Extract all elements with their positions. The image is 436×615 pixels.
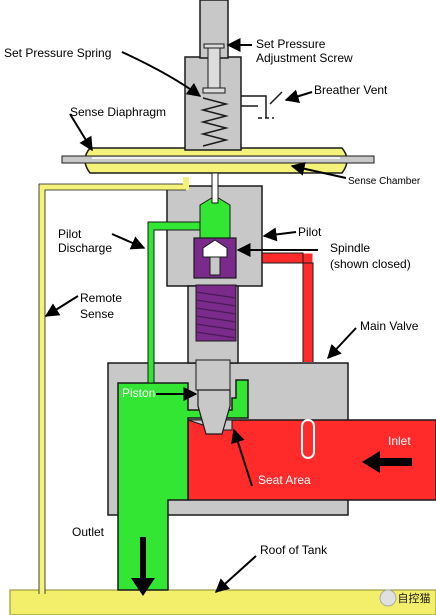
outlet-arrow <box>131 537 155 596</box>
remote-sense-line <box>39 177 189 594</box>
spindle-stem <box>209 256 221 276</box>
diaphragm-stem <box>211 172 219 204</box>
spindle-seat <box>202 239 228 258</box>
label-pilot-discharge-1: Pilot <box>58 227 82 241</box>
label-set-pressure-screw-1: Set Pressure <box>256 37 326 51</box>
watermark-text: 自控猫 <box>398 591 431 605</box>
watermark: 自控猫 <box>379 589 431 607</box>
label-spindle-2: (shown closed) <box>330 257 411 271</box>
piston-stem <box>195 359 231 391</box>
label-spindle-1: Spindle <box>330 241 370 255</box>
label-breather-vent: Breather Vent <box>314 83 388 97</box>
sense-diaphragm <box>61 155 375 164</box>
label-pilot-discharge-2: Discharge <box>58 241 112 255</box>
inlet-sample-tube <box>301 419 315 459</box>
breather-vent <box>241 95 267 118</box>
tank-roof <box>9 589 436 615</box>
adjustment-screw <box>207 43 221 91</box>
label-pilot: Pilot <box>298 225 322 239</box>
label-main-valve: Main Valve <box>360 319 419 333</box>
label-set-pressure-screw-2: Adjustment Screw <box>256 51 353 65</box>
label-seat-area: Seat Area <box>258 473 311 487</box>
label-inlet: Inlet <box>388 434 411 448</box>
piston <box>197 389 231 435</box>
label-sense-chamber: Sense Chamber <box>348 176 421 187</box>
label-piston: Piston <box>122 386 155 400</box>
label-remote-sense-1: Remote <box>80 291 122 305</box>
inlet-arrow <box>362 451 412 473</box>
label-outlet: Outlet <box>72 525 105 539</box>
label-remote-sense-2: Sense <box>80 307 114 321</box>
set-pressure-spring <box>200 97 229 147</box>
label-sense-diaphragm: Sense Diaphragm <box>70 105 166 119</box>
label-roof-of-tank: Roof of Tank <box>260 543 328 557</box>
label-set-pressure-spring: Set Pressure Spring <box>4 46 111 60</box>
